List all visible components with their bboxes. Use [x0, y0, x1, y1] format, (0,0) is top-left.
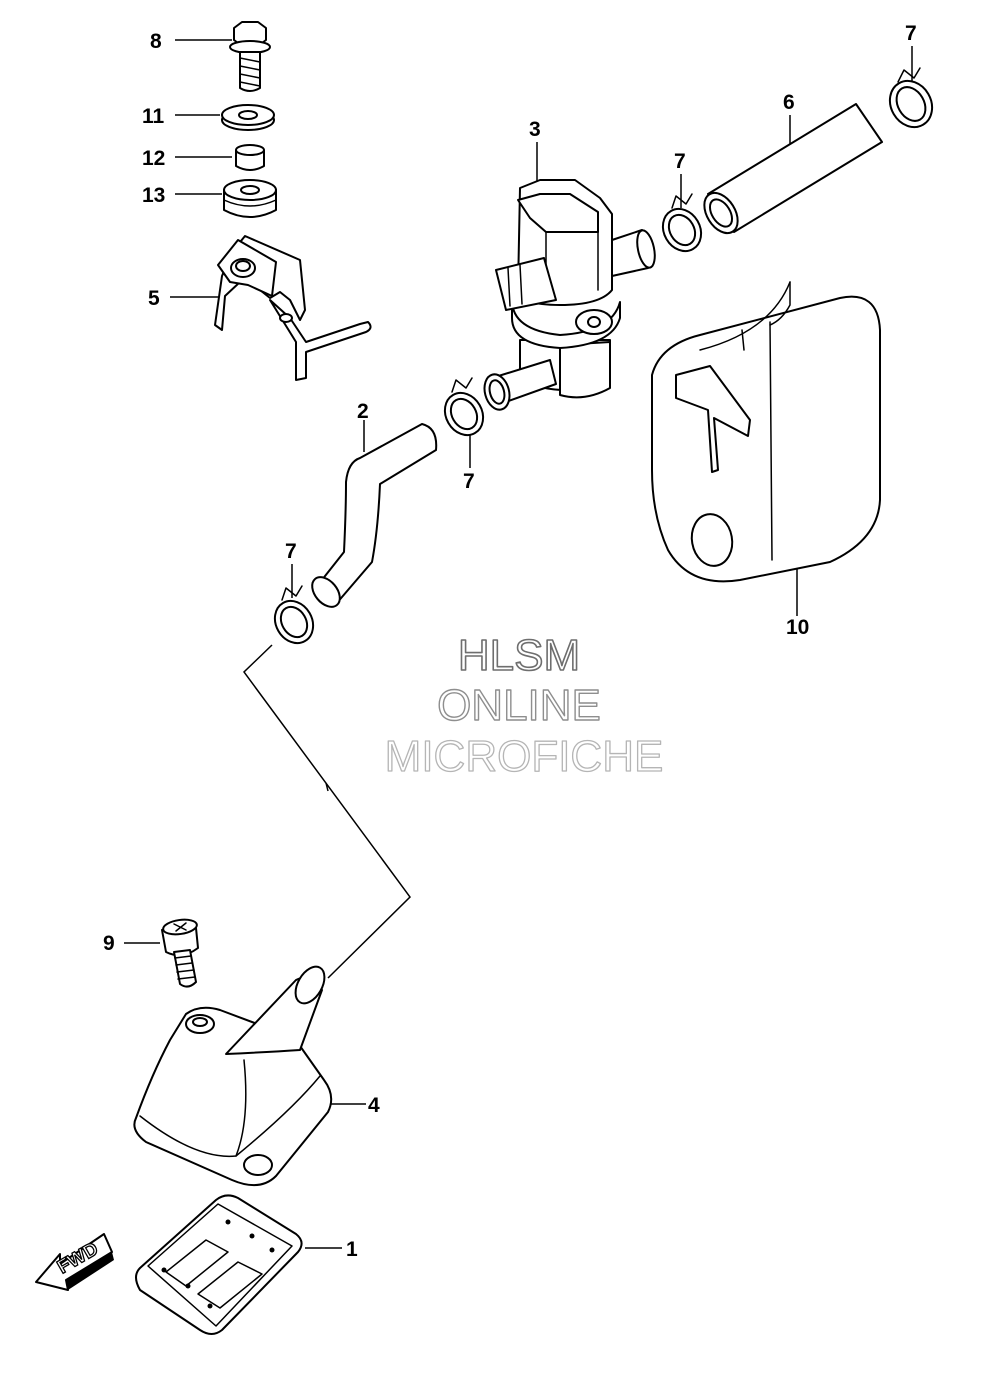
part-7-clamp-top-right — [888, 67, 934, 129]
part-4-reed-cover — [133, 965, 333, 1187]
part-11-washer — [221, 104, 275, 131]
part-12-collar — [235, 144, 265, 171]
callout-6: 6 — [783, 91, 795, 114]
part-7-clamp-left — [273, 585, 315, 645]
callout-3: 3 — [529, 118, 541, 141]
callout-10: 10 — [786, 616, 809, 639]
callout-7-upper-mid: 7 — [674, 150, 686, 173]
part-13-grommet — [223, 179, 277, 218]
part-7-clamp-mid — [443, 377, 485, 437]
callout-2: 2 — [357, 400, 369, 423]
callout-1: 1 — [346, 1238, 358, 1261]
part-9-screw — [161, 918, 199, 988]
part-7-clamp-upper-mid — [661, 193, 703, 253]
fwd-arrow-icon: FWD — [35, 1233, 114, 1291]
part-6-hose — [703, 103, 883, 235]
callout-labels: 8 11 12 13 5 3 6 7 7 7 2 7 10 9 4 1 — [103, 22, 917, 1261]
watermark: HLSM ONLINE MICROFICHE — [384, 630, 664, 781]
part-2-bent-hose — [311, 423, 438, 608]
part-1-reed-valve — [135, 1194, 303, 1335]
watermark-line-1: HLSM — [458, 631, 580, 680]
watermark-line-3: MICROFICHE — [385, 732, 664, 781]
watermark-line-2: ONLINE — [437, 681, 601, 730]
callout-4: 4 — [368, 1094, 380, 1117]
callout-5: 5 — [148, 287, 160, 310]
callout-7-top-right: 7 — [905, 22, 917, 45]
callout-13: 13 — [142, 184, 165, 207]
part-8-bolt — [229, 21, 271, 92]
callout-9: 9 — [103, 932, 115, 955]
callout-7-mid: 7 — [463, 470, 475, 493]
leader-lines — [124, 39, 913, 1249]
callout-8: 8 — [150, 30, 162, 53]
part-10-cover — [651, 281, 881, 583]
callout-11: 11 — [142, 105, 165, 128]
callout-7-left: 7 — [285, 540, 297, 563]
part-5-bracket — [214, 235, 372, 381]
part-3-air-valve — [483, 179, 656, 411]
callout-12: 12 — [142, 147, 165, 170]
